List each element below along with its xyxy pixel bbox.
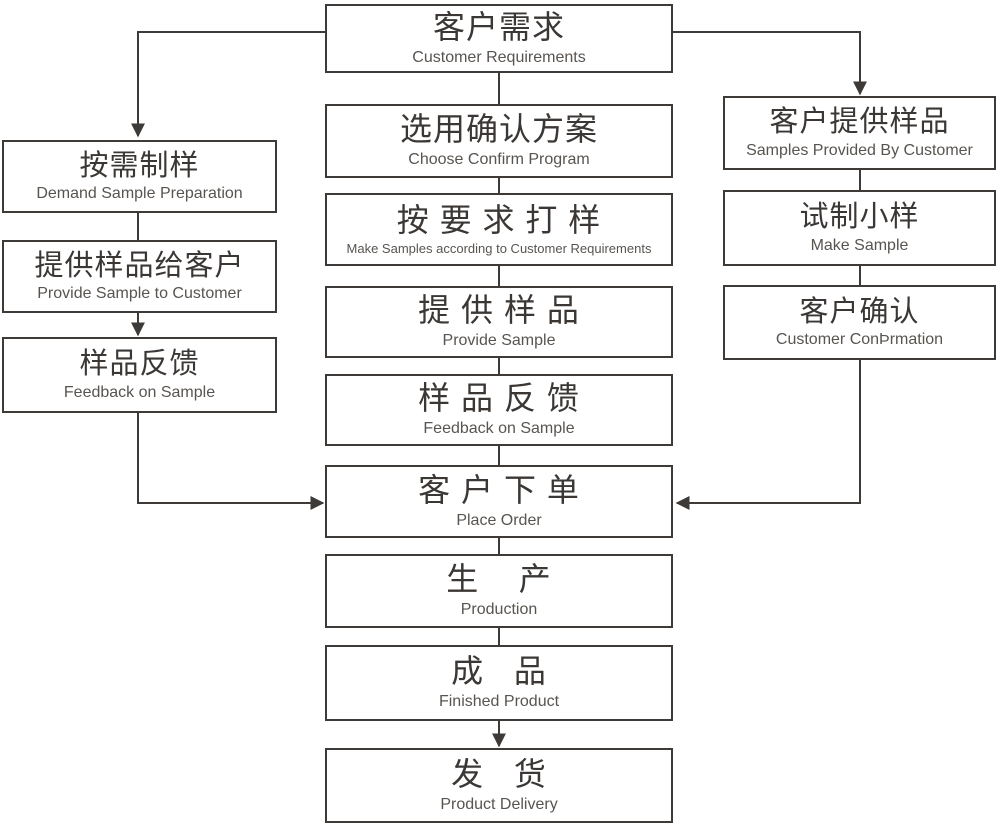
box-finished-product: 成 品 Finished Product: [325, 645, 673, 721]
en-subtitle: Place Order: [456, 511, 542, 529]
en-subtitle: Demand Sample Preparation: [36, 185, 243, 203]
box-samples-provided-by-customer: 客户提供样品 Samples Provided By Customer: [723, 96, 996, 170]
en-subtitle: Feedback on Sample: [63, 383, 216, 401]
box-make-sample: 试制小样 Make Sample: [723, 190, 996, 266]
en-subtitle: Customer ConÞrmation: [775, 331, 944, 349]
box-make-samples-according: 按 要 求 打 样 Make Samples according to Cust…: [325, 193, 673, 266]
zh-title: 发 货: [451, 755, 547, 792]
zh-title: 提 供 样 品: [418, 292, 580, 329]
box-demand-sample-preparation: 按需制样 Demand Sample Preparation: [2, 140, 277, 213]
en-subtitle: Choose Confirm Program: [408, 151, 590, 169]
zh-title: 提供样品给客户: [34, 249, 245, 282]
zh-title: 客户提供样品: [769, 106, 950, 139]
en-subtitle: Customer Requirements: [412, 48, 586, 66]
arrow-left-feedback-to-order: [137, 413, 325, 510]
en-subtitle: Product Delivery: [440, 795, 558, 813]
box-feedback-on-sample-center: 样 品 反 馈 Feedback on Sample: [325, 374, 673, 446]
zh-title: 按 要 求 打 样: [396, 201, 602, 238]
zh-title: 按需制样: [79, 149, 200, 182]
box-place-order: 客 户 下 单 Place Order: [325, 465, 673, 538]
en-subtitle: Make Samples according to Customer Requi…: [346, 240, 652, 256]
box-provide-sample: 提 供 样 品 Provide Sample: [325, 286, 673, 358]
zh-title: 客户需求: [432, 8, 565, 45]
box-customer-requirements: 客户需求 Customer Requirements: [325, 4, 673, 73]
box-choose-confirm-program: 选用确认方案 Choose Confirm Program: [325, 104, 673, 178]
arrow-requirements-to-left: [131, 31, 325, 138]
zh-title: 试制小样: [799, 201, 920, 234]
en-subtitle: Finished Product: [438, 693, 560, 711]
zh-title: 选用确认方案: [399, 111, 598, 148]
arrow-requirements-to-right: [673, 31, 867, 96]
zh-title: 样 品 反 馈: [418, 380, 580, 417]
en-subtitle: Provide Sample: [442, 332, 556, 350]
box-provide-sample-to-customer: 提供样品给客户 Provide Sample to Customer: [2, 240, 277, 313]
arrow-confirmation-to-order: [675, 360, 861, 510]
box-product-delivery: 发 货 Product Delivery: [325, 748, 673, 823]
box-customer-confirmation: 客户确认 Customer ConÞrmation: [723, 285, 996, 360]
zh-title: 客户确认: [799, 295, 920, 328]
en-subtitle: Feedback on Sample: [423, 420, 575, 438]
en-subtitle: Provide Sample to Customer: [37, 285, 242, 303]
zh-title: 样品反馈: [79, 348, 200, 381]
zh-title: 客 户 下 单: [418, 471, 580, 508]
en-subtitle: Make Sample: [810, 236, 909, 254]
en-subtitle: Samples Provided By Customer: [746, 141, 973, 159]
box-production: 生 产 Production: [325, 554, 673, 628]
box-feedback-on-sample-left: 样品反馈 Feedback on Sample: [2, 337, 277, 413]
en-subtitle: Production: [460, 601, 538, 619]
zh-title: 生 产: [446, 561, 552, 598]
zh-title: 成 品: [451, 653, 547, 690]
